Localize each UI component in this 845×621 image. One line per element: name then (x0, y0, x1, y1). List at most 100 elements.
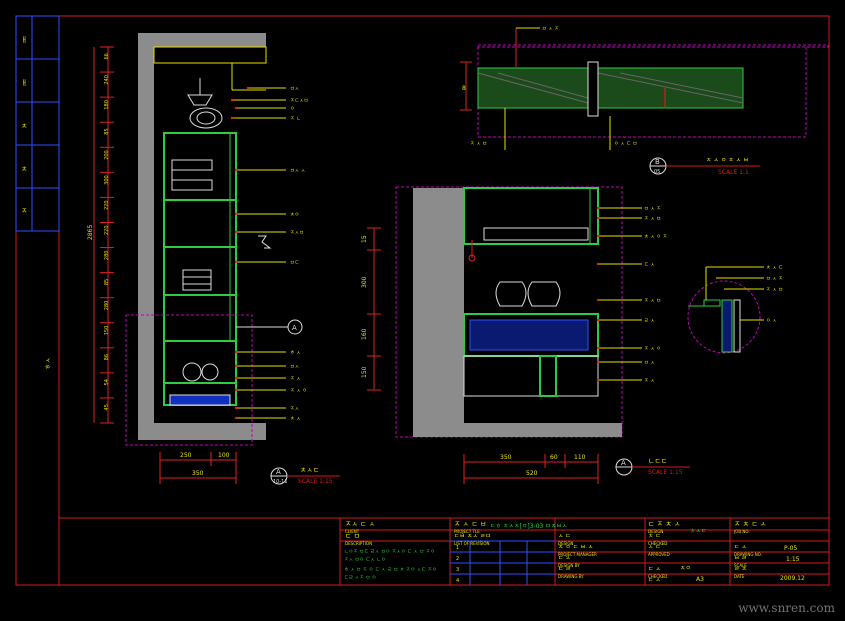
elevation-scale: SCALE 1:15 (298, 478, 333, 485)
tb-reviewer-label: ㄷ ㅅ (648, 566, 661, 573)
svg-text:ㅈ ㅅ ㅂ: ㅈ ㅅ ㅂ (766, 287, 783, 293)
detail-circle: ㅊ ㅅ ㄷ ㅂ ㅅ ㅈ ㅈ ㅅ ㅂ ㅇ ㅅ (687, 265, 783, 354)
tb-job-sub: JOB NO. (733, 529, 750, 534)
tb-sheet-value: P-05 (784, 545, 797, 552)
svg-text:350: 350 (500, 454, 512, 461)
svg-text:ㅈ ㅅ ㅇ ㅊ ㅅ ㅂ: ㅈ ㅅ ㅇ ㅊ ㅅ ㅂ (706, 157, 749, 164)
tb-reviewer-sub: CHECKED (648, 574, 667, 579)
svg-text:A: A (292, 324, 297, 332)
tb-manager-label: ㅈ ㅇ ㄷ ㅂ ㅅ (558, 544, 593, 551)
elevation-callout: ㅈㅅ (290, 406, 299, 412)
svg-text:ㅇ ㅅ ㄷ ㅂ: ㅇ ㅅ ㄷ ㅂ (614, 141, 637, 147)
svg-text:150: 150 (361, 366, 368, 378)
decor-objects (171, 159, 219, 382)
elevation-height-dim: 66 (104, 53, 110, 59)
tb-project-label: ㅈ ㅅ ㄷ ㅂ (454, 520, 486, 528)
revision-cell: 3 (456, 567, 459, 573)
elevation-height-dim: 54 (104, 379, 110, 385)
svg-text:A: A (621, 459, 626, 467)
tb-job-label: ㅈ ㅊ ㄷ ㅅ (734, 520, 766, 528)
section-callout: ㅈ ㅅ (644, 378, 655, 384)
elevation-callout: ㅈㅅㅂ (290, 230, 304, 236)
tb-manager-sub: PROJECT MANAGER (558, 552, 597, 557)
section-wall (413, 188, 622, 437)
elevation-section-mark: A (236, 319, 303, 335)
svg-text:160: 160 (361, 328, 368, 340)
tb-date-value: 2009.12 (780, 575, 805, 582)
elevation-height-dim: 220 (104, 225, 110, 235)
elevation-height-dim: 85 (104, 279, 110, 285)
elevation-callout: ㅂㄷ (290, 260, 299, 266)
elevation-height-dim: 85 (104, 128, 110, 134)
elevation-callout: ㅊ ㅅ (290, 416, 301, 422)
plan-detail-drawing: 8 ㅂ ㅅ ㅈ ㅈ ㅅ ㅂ ㅇ ㅅ ㄷ ㅂ B 05 ㅈ ㅅ ㅇ ㅊ ㅅ ㅂ S… (460, 26, 829, 176)
elevation-callout: ㅂㅅ (290, 86, 299, 92)
tb-draw-sub: DRAWING BY (558, 574, 584, 579)
stamp-cell-3: ㅊ (21, 122, 27, 130)
tb-scale-label: ㅂ ㄹ (734, 555, 747, 562)
tb-designer-label: ㅅ ㄷ (558, 533, 571, 540)
tb-check-label: ㄷ ㅅ (558, 555, 571, 562)
stamp-cell-2: ㅐ (21, 79, 27, 87)
tb-reviewer-value: ㅈㅇ (680, 565, 691, 572)
tb-audit-sub: APPROVED (648, 552, 670, 557)
elevation-height-dim: 280 (104, 251, 110, 261)
section-callout: ㅈ ㅅ ㅇ (644, 346, 661, 352)
tb-project-sub: PROJECT TLE (454, 529, 480, 534)
elevation-callout: ㅊㅇ (290, 212, 299, 218)
plan-detail-title: B 05 ㅈ ㅅ ㅇ ㅊ ㅅ ㅂ SCALE 1:1 (649, 157, 760, 176)
tb-notes-sub: DESCRIPTION (345, 541, 372, 546)
svg-text:300: 300 (361, 276, 368, 288)
svg-text:A: A (276, 468, 281, 476)
tb-drawing-name: ㅊㅅㄷ (690, 528, 707, 535)
svg-text:SCALE 1:1: SCALE 1:1 (718, 169, 749, 176)
revision-cell: 1 (456, 545, 459, 551)
tb-revision-sub: LIST OF REVISION (454, 541, 489, 546)
elevation-height-dim: 240 (104, 75, 110, 85)
tb-client-label: ㅈㅅ ㄷ ㅅ (345, 520, 375, 528)
elevation-height-dim: 220 (104, 200, 110, 210)
elevation-callout: ㅂㅅ (290, 364, 299, 370)
elevation-height-dim: 200 (104, 150, 110, 160)
tb-notes-line-1: ㄴㅇㅈ ㅂㄷ ㄹㅅ ㅂㅇ ㅈㅅㅇ ㄷ ㅅ ㅂ ㅈㅇ (344, 549, 435, 555)
tb-notes-line-2: ㅈㅅ ㅂㅇ ㄷㅅ ㄴㅇ (344, 557, 386, 563)
svg-text:ㅊ ㅅ ㄷ: ㅊ ㅅ ㄷ (766, 265, 783, 271)
tb-revision-label: ㄷㅂ ㅈㅅ ㄹㅁ (454, 533, 491, 540)
tb-scale-value: 1:15 (786, 556, 800, 563)
svg-text:SCALE 1:15: SCALE 1:15 (648, 469, 683, 476)
elevation-height-dim: 45 (104, 404, 110, 410)
elevation-height-dim: 86 (104, 354, 110, 360)
elevation-title: ㅊㅅㄷ (300, 466, 319, 474)
elevation-width-dim-1: 250 (180, 452, 192, 459)
tb-date-label: ㄹ ㅈ (734, 566, 747, 573)
elevation-callout: ㅈ ㅅ ㅇ (290, 388, 307, 394)
watermark: www.snren.com (738, 601, 835, 615)
stamp-cell-4: ㅊ (21, 165, 27, 173)
elevation-height-dim: 300 (104, 175, 110, 185)
svg-text:10-11: 10-11 (273, 479, 288, 485)
tb-client-sub: CLIENT (345, 529, 360, 534)
svg-text:15: 15 (361, 235, 368, 243)
tb-check-sub: DESIGN BY (558, 563, 580, 568)
tb-scale-sub: SCALE (734, 563, 747, 568)
lamp-icon (187, 78, 223, 129)
revision-cell: 2 (456, 556, 459, 562)
elevation-height-dim: 180 (104, 100, 110, 110)
svg-text:8: 8 (462, 85, 466, 92)
section-callout: ㅂ ㅅ ㅈ (644, 206, 661, 212)
tb-notes-label: ㄷ ㅁ (345, 532, 360, 540)
section-callout: ㅊ ㅅ ㅇ ㅈ (644, 234, 667, 240)
tb-sheet-label: ㄷ ㅅ (734, 544, 747, 551)
svg-text:ㅂ ㅅ ㅈ: ㅂ ㅅ ㅈ (542, 26, 559, 32)
tb-drawing-name-sub: DESIGN (648, 529, 663, 534)
elevation-drawing: 662401808520030022022028085280150865445 … (87, 33, 340, 485)
svg-text:05: 05 (654, 169, 660, 175)
elevation-callout: ㅎ ㅅ (290, 350, 301, 356)
tb-check2-sub: CHECKED (648, 541, 667, 546)
svg-text:520: 520 (526, 470, 538, 477)
tb-sheet-sub: DRAWING NO. (734, 552, 762, 557)
left-stamp-strip: ㅐ ㅐ ㅊ ㅊ ㅈ ㅎㅅ (15, 15, 60, 370)
svg-text:ㅂ ㅅ ㅈ: ㅂ ㅅ ㅈ (766, 276, 783, 282)
